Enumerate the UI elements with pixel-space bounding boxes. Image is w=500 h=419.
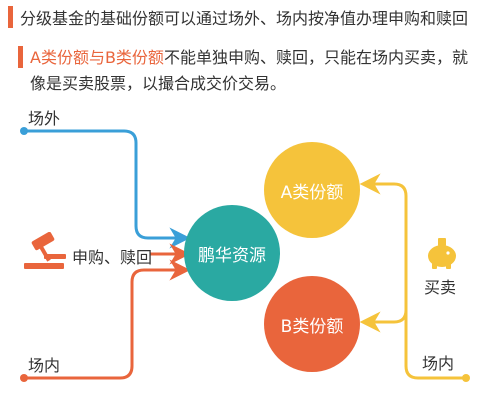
piggy-bank-icon [428,238,456,269]
node-share-b: B类份额 [264,276,360,372]
label-offmarket: 场外 [28,109,61,128]
dot-onmarket-right [462,374,470,382]
page-title: 分级基金的基础份额可以通过场外、场内按净值办理申购和赎回 [20,9,469,28]
subtitle-line-2: 像是买卖股票，以撮合成交价交易。 [30,74,287,93]
connector-onmarket-to-fund [24,259,191,380]
dot-onmarket-left [20,374,28,382]
title-accent-bar [8,6,13,28]
subtitle-line-1: A类份额与B类份额不能单独申购、赎回，只能在场内买卖，就 [30,44,468,68]
label-subscribe-redeem: 申购、赎回 [72,248,153,267]
subtitle-line-1-rest: 不能单独申购、赎回，只能在场内买卖，就 [163,48,468,67]
node-fund: 鹏华资源 [184,205,280,301]
subtitle-accent-text: A类份额与B类份额 [30,48,164,67]
label-onmarket-left: 场内 [28,356,61,375]
connector-right-branch-b [359,309,408,333]
node-share-a: A类份额 [264,142,360,238]
connector-offmarket-to-fund [24,129,191,249]
subtitle-accent-bar [18,46,23,68]
dot-offmarket [20,127,28,135]
label-trade: 买卖 [424,278,457,297]
gavel-icon [24,232,66,269]
connector-right-trunk [359,173,466,380]
label-onmarket-right: 场内 [422,354,455,373]
